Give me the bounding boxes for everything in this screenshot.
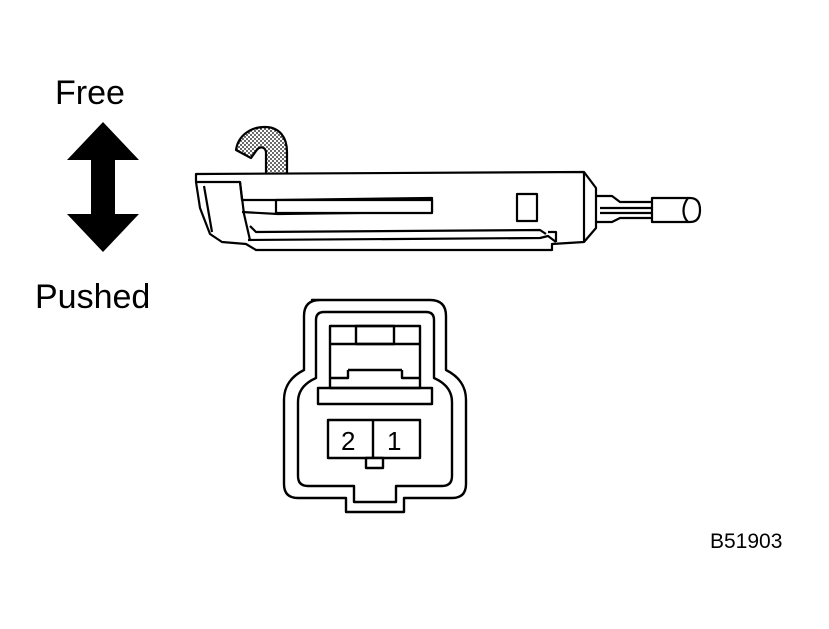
pushed-label: Pushed xyxy=(35,278,150,316)
connector-inner-shell xyxy=(296,310,454,504)
connector-outer-shell xyxy=(282,298,468,514)
pin-1-label: 1 xyxy=(387,426,401,456)
connector-key xyxy=(364,456,385,470)
free-label: Free xyxy=(55,74,125,112)
switch-window xyxy=(515,192,539,223)
switch-cable xyxy=(596,194,652,224)
switch-plunger xyxy=(234,125,289,178)
figure-code: B51903 xyxy=(710,530,782,553)
connector-front-view xyxy=(282,298,468,514)
switch-slot xyxy=(274,198,434,215)
double-headed-arrow-icon xyxy=(67,122,139,252)
pin-2-label: 2 xyxy=(341,426,355,456)
switch-side-view xyxy=(194,125,702,252)
